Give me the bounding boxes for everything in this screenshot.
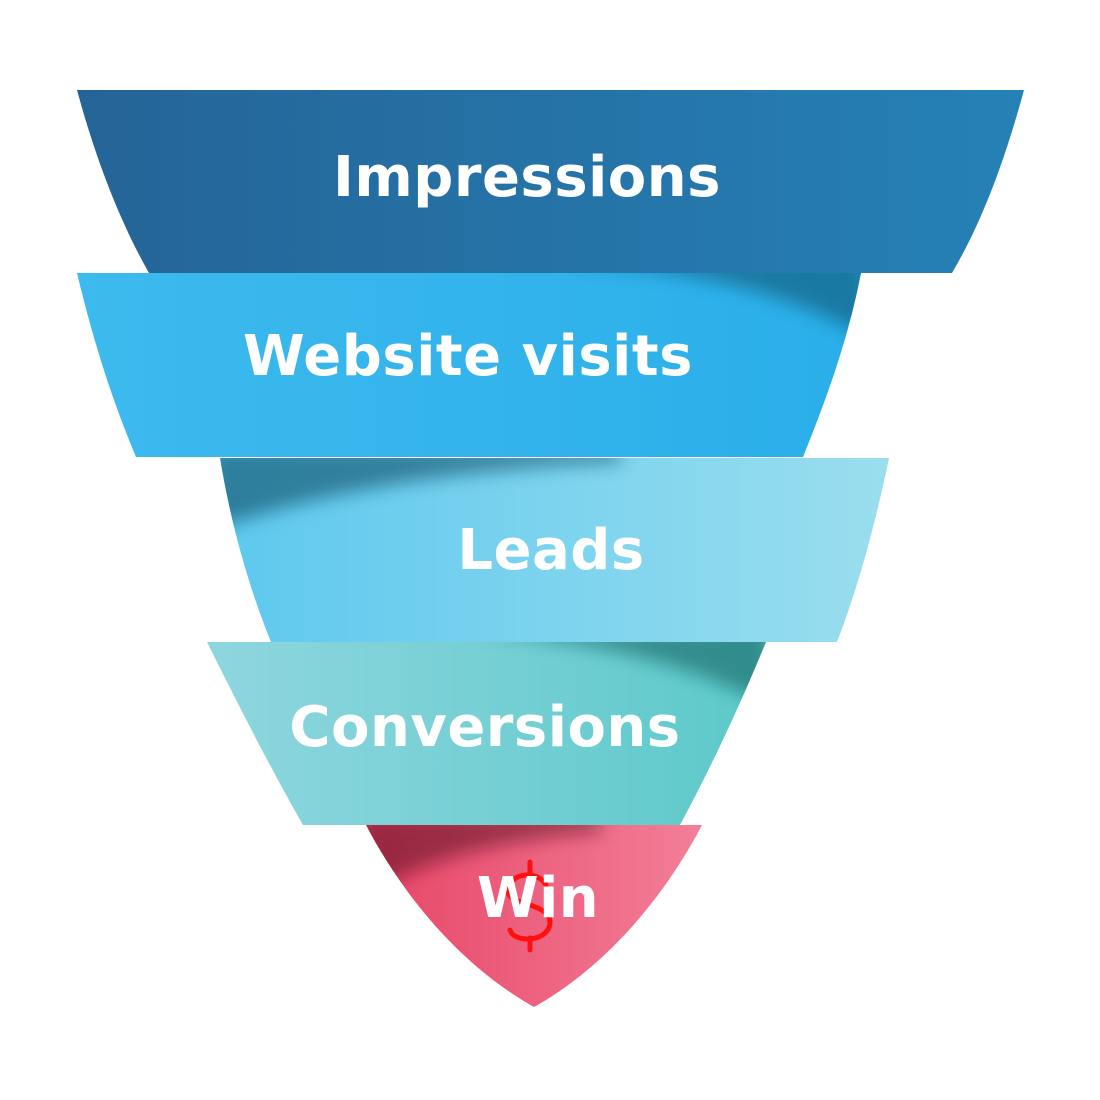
funnel-stage-win: Win <box>366 825 702 1007</box>
dollar-icon <box>505 859 553 953</box>
shadow-website-visits <box>560 273 861 338</box>
funnel-band-win <box>366 825 702 1007</box>
funnel-band-leads <box>220 458 889 642</box>
funnel-band-website-visits <box>77 273 861 457</box>
funnel-stage-website-visits: Website visits <box>77 273 861 457</box>
shadow-win <box>366 825 600 900</box>
stage-label-conversions: Conversions <box>289 695 680 760</box>
funnel-band-conversions <box>207 642 766 825</box>
shadow-leads <box>220 458 620 530</box>
stage-label-impressions: Impressions <box>333 145 721 210</box>
shadow-conversions <box>470 642 766 706</box>
funnel-stage-conversions: Conversions <box>207 642 766 825</box>
stage-label-website-visits: Website visits <box>243 324 693 389</box>
funnel-stage-impressions: Impressions <box>77 90 1024 273</box>
funnel-stage-leads: Leads <box>220 458 889 642</box>
funnel-band-impressions <box>77 90 1024 273</box>
stage-label-leads: Leads <box>457 518 644 583</box>
stage-label-win: Win <box>477 866 599 931</box>
